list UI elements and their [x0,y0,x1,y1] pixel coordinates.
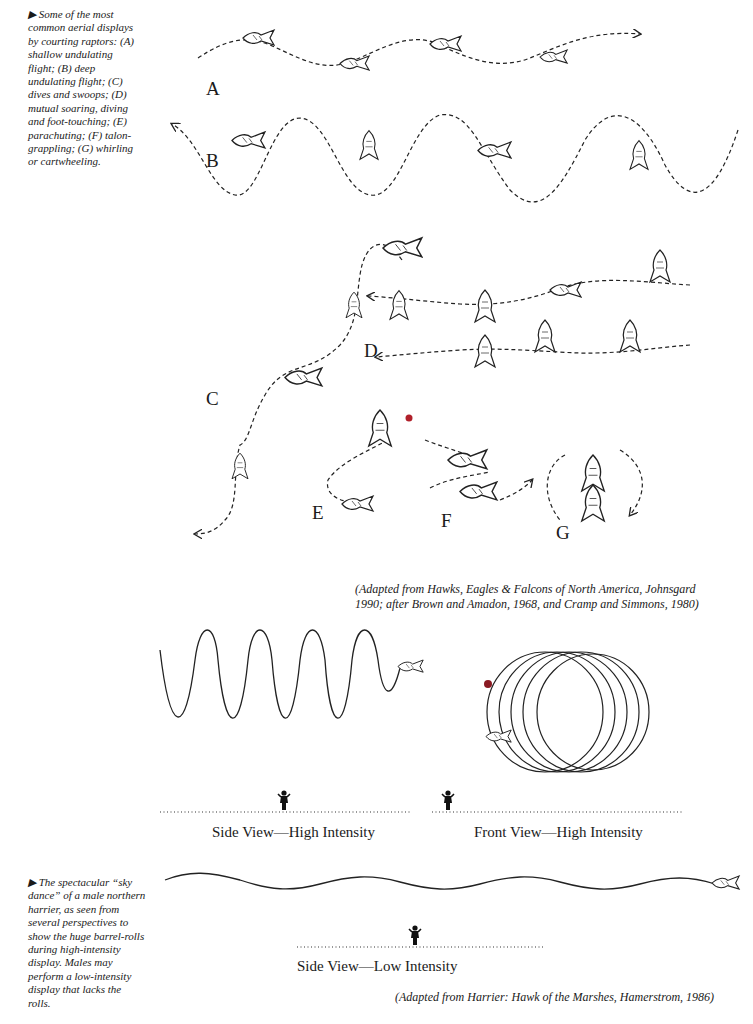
source-note: (Adapted from Hawks, Eagles & Falcons of… [355,582,725,612]
panel-letter: B [206,150,219,172]
panel-letter: F [441,510,452,532]
view-label: Side View—High Intensity [212,824,375,841]
panel-letter: E [312,502,324,524]
view-label: Side View—Low Intensity [297,958,457,975]
figure-caption: ▶ Some of the most common aerial display… [28,8,136,169]
figure-caption: ▶ The spectacular “sky dance” of a male … [28,876,146,1010]
source-note: (Adapted from Harrier: Hawk of the Marsh… [395,990,745,1005]
panel-letter: A [206,78,220,100]
panel-letter: D [364,340,378,362]
view-label: Front View—High Intensity [474,824,643,841]
panel-letter: G [556,522,570,544]
panel-letter: C [206,388,219,410]
